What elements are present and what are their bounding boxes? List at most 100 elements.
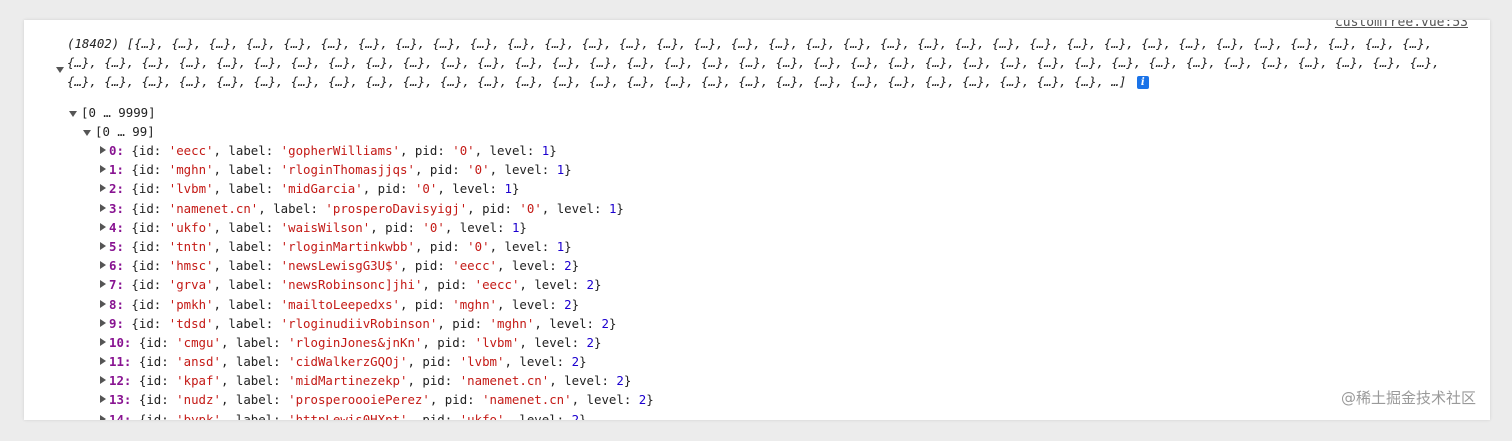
row-index: 4	[109, 219, 117, 235]
row-id: kpaf	[183, 373, 214, 389]
row-pid: namenet.cn	[489, 392, 565, 408]
row-label: prosperoDavisyigj	[332, 200, 460, 216]
row-label: rloginMartinkwbb	[288, 238, 408, 254]
object-row[interactable]: 11: {id: 'ansd', label: 'cidWalkerzGQOj'…	[100, 352, 654, 371]
row-id: hmsc	[176, 258, 207, 274]
row-level: 1	[556, 238, 565, 254]
object-row[interactable]: 13: {id: 'nudz', label: 'prosperoooiePer…	[100, 390, 654, 409]
expand-row-icon[interactable]	[100, 203, 106, 212]
row-index: 11	[109, 354, 124, 370]
object-row[interactable]: 4: {id: 'ukfo', label: 'waisWilson', pid…	[100, 218, 654, 237]
expand-row-icon[interactable]	[100, 299, 106, 308]
object-row[interactable]: 3: {id: 'namenet.cn', label: 'prosperoDa…	[100, 199, 654, 218]
source-link[interactable]: customTree.vue:53	[1334, 20, 1468, 30]
row-index: 12	[109, 373, 124, 389]
object-row[interactable]: 12: {id: 'kpaf', label: 'midMartinezekp'…	[100, 371, 654, 390]
row-id: lvbm	[176, 181, 207, 197]
expand-row-icon[interactable]	[100, 280, 106, 289]
row-label: midMartinezekp	[295, 373, 400, 389]
row-level: 2	[586, 277, 595, 293]
row-pid: 0	[422, 181, 430, 197]
row-label: cidWalkerzGQOj	[295, 354, 400, 370]
row-pid: 0	[474, 238, 483, 254]
row-pid: mghn	[459, 296, 490, 312]
row-id: pmkh	[176, 296, 207, 312]
row-label: waisWilson	[288, 219, 363, 235]
expand-array-toggle-icon[interactable]	[56, 67, 64, 73]
row-level: 2	[638, 392, 647, 408]
object-row[interactable]: 10: {id: 'cmgu', label: 'rloginJones&jnK…	[100, 333, 654, 352]
row-index: 7	[109, 277, 117, 293]
expand-row-icon[interactable]	[100, 414, 106, 420]
expand-row-icon[interactable]	[100, 184, 106, 193]
object-row[interactable]: 14: {id: 'bvpk', label: 'httpLewis0HXpt'…	[100, 410, 654, 420]
row-label: rloginThomasjjqs	[288, 162, 408, 178]
row-id: bvpk	[183, 411, 214, 420]
expand-row-icon[interactable]	[100, 261, 106, 270]
row-id: ansd	[183, 354, 214, 370]
row-index: 6	[109, 258, 117, 274]
inner-range-group[interactable]: [0 … 99]	[95, 124, 155, 139]
object-row[interactable]: 8: {id: 'pmkh', label: 'mailtoLeepedxs',…	[100, 295, 654, 314]
row-index: 3	[109, 200, 117, 216]
row-id: ukfo	[176, 219, 207, 235]
row-level: 2	[601, 315, 609, 331]
row-id: tntn	[176, 238, 207, 254]
expand-row-icon[interactable]	[100, 241, 106, 250]
expand-inner-group-icon[interactable]	[83, 130, 91, 136]
row-level: 2	[571, 354, 580, 370]
expand-outer-group-icon[interactable]	[69, 111, 77, 117]
row-level: 1	[556, 162, 565, 178]
row-pid: eecc	[482, 277, 512, 293]
expand-row-icon[interactable]	[100, 357, 106, 366]
row-index: 2	[109, 181, 117, 197]
object-rows: 0: {id: 'eecc', label: 'gopherWilliams',…	[100, 141, 654, 420]
row-id: namenet.cn	[176, 200, 251, 216]
row-level: 2	[586, 334, 594, 350]
row-label: prosperoooiePerez	[295, 392, 423, 408]
expand-row-icon[interactable]	[100, 165, 106, 174]
row-label: httpLewis0HXpt	[295, 411, 400, 420]
row-index: 13	[109, 392, 124, 408]
row-level: 1	[541, 143, 550, 158]
row-label: newsLewisgG3U$	[288, 258, 393, 274]
object-row[interactable]: 5: {id: 'tntn', label: 'rloginMartinkwbb…	[100, 237, 654, 256]
expand-row-icon[interactable]	[100, 337, 106, 346]
object-row[interactable]: 2: {id: 'lvbm', label: 'midGarcia', pid:…	[100, 179, 654, 198]
row-index: 0	[109, 143, 117, 158]
expand-row-icon[interactable]	[100, 146, 106, 154]
object-row[interactable]: 9: {id: 'tdsd', label: 'rloginudiivRobin…	[100, 314, 654, 333]
watermark: @稀土掘金技术社区	[1340, 389, 1476, 407]
row-level: 1	[511, 219, 520, 235]
row-index: 1	[109, 162, 117, 178]
row-id: mghn	[176, 162, 207, 178]
row-id: grva	[176, 277, 207, 293]
row-label: midGarcia	[288, 181, 356, 197]
expand-row-icon[interactable]	[100, 318, 106, 327]
row-id: nudz	[183, 392, 214, 408]
row-index: 10	[109, 334, 124, 350]
row-index: 9	[109, 315, 117, 331]
row-pid: 0	[459, 143, 468, 158]
row-level: 2	[571, 411, 580, 420]
expand-row-icon[interactable]	[100, 222, 106, 231]
row-pid: 0	[526, 200, 535, 216]
outer-range-group[interactable]: [0 … 9999]	[81, 105, 156, 120]
object-row[interactable]: 0: {id: 'eecc', label: 'gopherWilliams',…	[100, 141, 654, 160]
info-icon[interactable]: i	[1136, 76, 1149, 89]
object-row[interactable]: 1: {id: 'mghn', label: 'rloginThomasjjqs…	[100, 160, 654, 179]
console-panel: customTree.vue:53 (18402) [{…}, {…}, {…}…	[24, 20, 1490, 420]
row-index: 14	[109, 411, 124, 420]
row-level: 1	[504, 181, 512, 197]
row-id: tdsd	[176, 315, 207, 331]
object-row[interactable]: 7: {id: 'grva', label: 'newsRobinsonc]jh…	[100, 275, 654, 294]
object-row[interactable]: 6: {id: 'hmsc', label: 'newsLewisgG3U$',…	[100, 256, 654, 275]
expand-row-icon[interactable]	[100, 395, 106, 404]
row-id: cmgu	[183, 334, 214, 350]
expand-row-icon[interactable]	[100, 376, 106, 385]
row-level: 2	[616, 373, 624, 389]
array-summary[interactable]: (18402) [{…}, {…}, {…}, {…}, {…}, {…}, {…	[67, 34, 1447, 91]
row-label: newsRobinsonc]jhi	[288, 277, 415, 293]
array-count: (18402)	[67, 36, 120, 51]
row-label: mailtoLeepedxs	[288, 296, 393, 312]
